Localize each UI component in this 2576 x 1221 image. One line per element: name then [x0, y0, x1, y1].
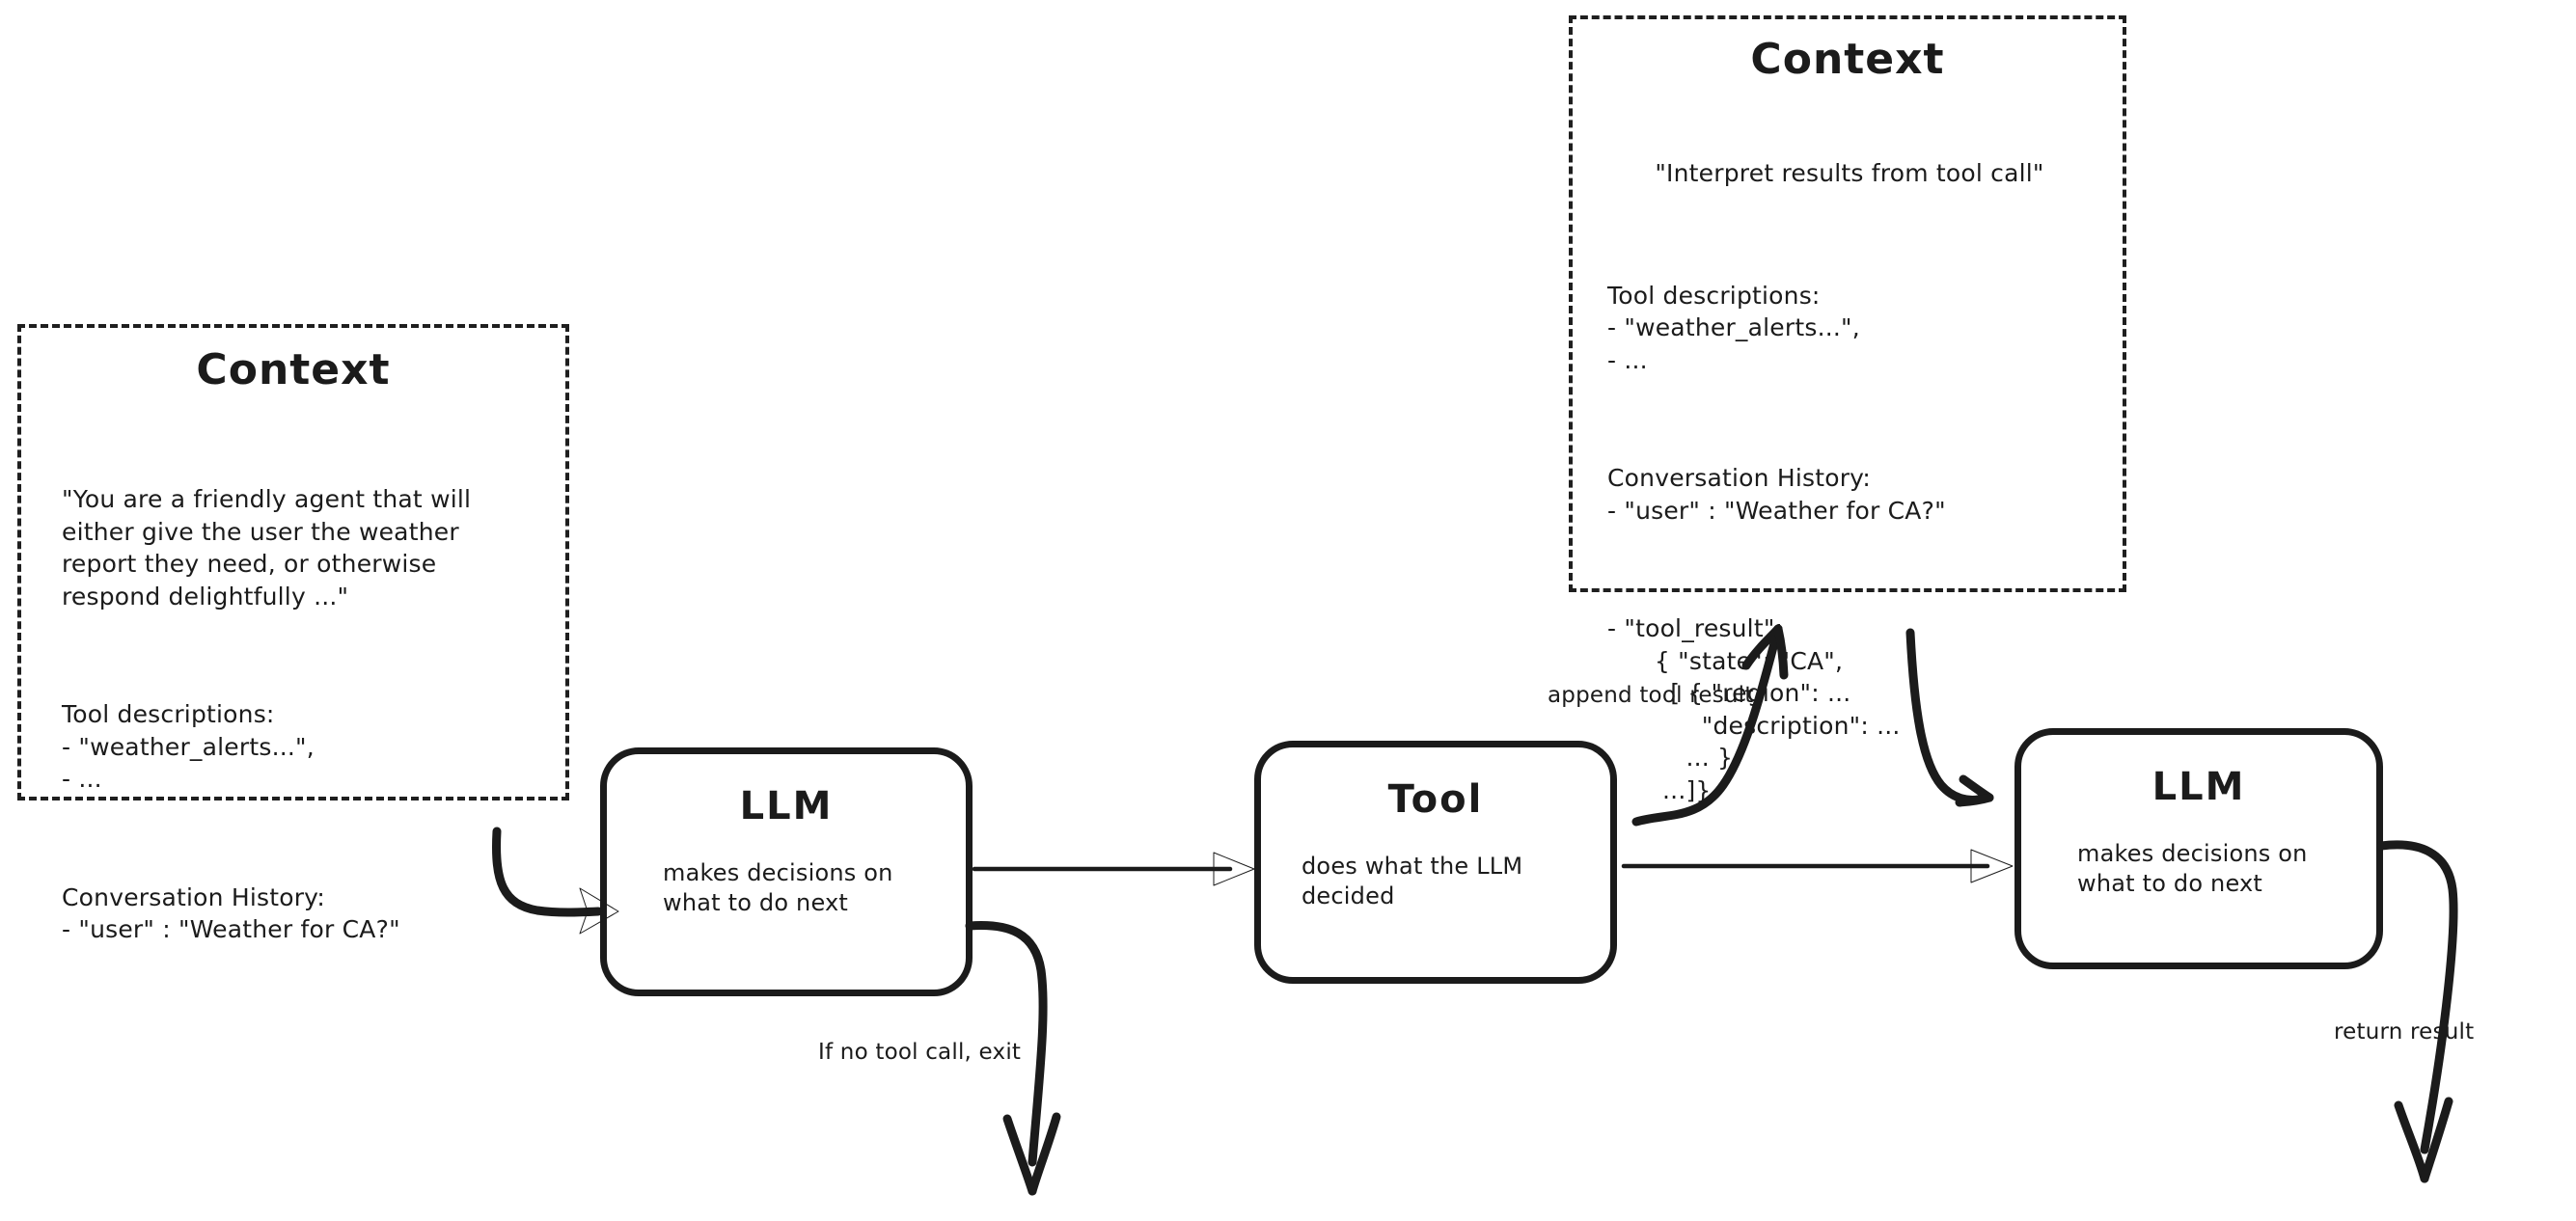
context-box-left: Context "You are a friendly agent that w…	[17, 324, 569, 943]
edge-label-return-result: return result	[2334, 1019, 2475, 1045]
context-right-conversation-history: Conversation History: - "user" : "Weathe…	[1607, 464, 1946, 525]
arrow-llm-second-return	[2376, 840, 2458, 1183]
context-right-title: Context	[1750, 35, 1945, 84]
context-left-system-prompt: "You are a friendly agent that will eith…	[62, 485, 472, 610]
context-box-right: Context "Interpret results from tool cal…	[1569, 15, 2126, 804]
node-llm-second-title: LLM	[2151, 765, 2246, 809]
node-tool-subtitle: does what the LLM decided	[1302, 853, 1523, 909]
context-left-body: "You are a friendly agent that will eith…	[46, 419, 540, 1011]
arrow-llm-first-to-tool	[972, 852, 1255, 886]
node-llm-first: LLM makes decisions on what to do next	[600, 747, 973, 996]
node-llm-first-subtitle: makes decisions on what to do next	[663, 859, 893, 916]
node-tool-title: Tool	[1387, 777, 1484, 822]
edge-label-append-tool-result: append tool result	[1548, 683, 1754, 708]
context-right-tool-descriptions: Tool descriptions: - "weather_alerts..."…	[1607, 281, 1860, 374]
edge-label-exit: If no tool call, exit	[818, 1040, 1022, 1065]
context-left-title: Context	[196, 345, 391, 394]
node-llm-second: LLM makes decisions on what to do next	[2014, 728, 2383, 969]
context-right-lead: "Interpret results from tool call"	[1655, 159, 2044, 188]
node-tool: Tool does what the LLM decided	[1254, 741, 1617, 984]
context-left-conversation-history: Conversation History: - "user" : "Weathe…	[62, 882, 400, 944]
node-llm-first-title: LLM	[739, 784, 834, 828]
context-left-tool-descriptions: Tool descriptions: - "weather_alerts..."…	[62, 700, 315, 794]
node-llm-second-subtitle: makes decisions on what to do next	[2077, 840, 2308, 897]
